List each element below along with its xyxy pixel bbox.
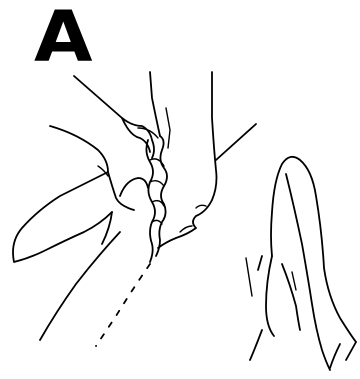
lower-left-stalk <box>40 232 150 346</box>
right-thumb <box>158 72 256 248</box>
twisted-stem <box>146 72 170 262</box>
left-petal <box>13 126 148 262</box>
upper-left-finger <box>74 76 158 158</box>
right-flower-part <box>246 157 356 370</box>
